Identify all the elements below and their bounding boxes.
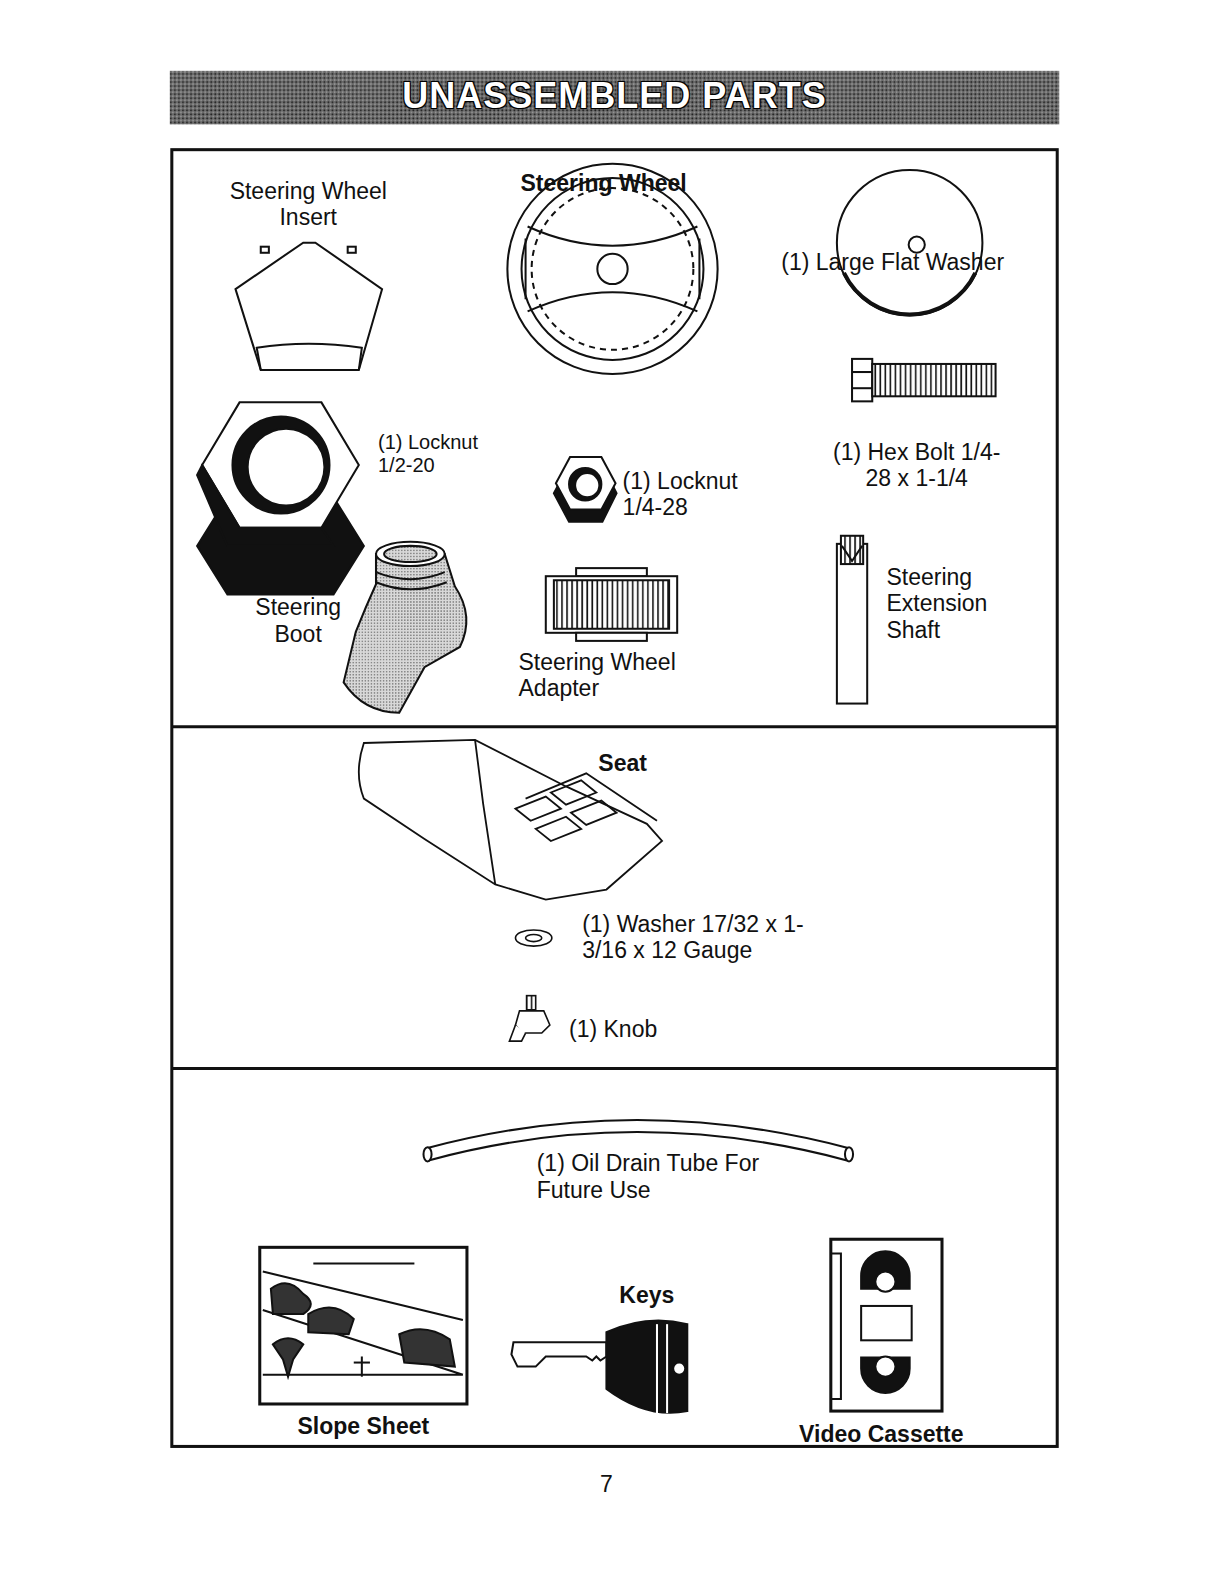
large-locknut — [197, 402, 364, 594]
part-label: (1) Knob — [569, 1016, 690, 1042]
video-cassette — [831, 1239, 942, 1411]
part-label: Steering Boot — [243, 594, 354, 647]
part-label: Seat — [598, 750, 699, 776]
steering-wheel-insert — [235, 243, 382, 370]
key — [511, 1321, 687, 1414]
part-label: (1) Washer 17/32 x 1-3/16 x 12 Gauge — [582, 911, 814, 964]
part-label: Video Cassette — [760, 1421, 1003, 1447]
steering-wheel-adapter — [546, 568, 677, 641]
slope-sheet — [260, 1247, 467, 1404]
part-label: Steering Wheel Insert — [227, 178, 389, 231]
part-label: Keys — [586, 1282, 707, 1308]
part-label: (1) Oil Drain Tube For Future Use — [537, 1150, 761, 1203]
part-label: Steering Extension Shaft — [886, 564, 1007, 643]
steering-extension-shaft — [837, 536, 867, 704]
hex-bolt — [852, 359, 996, 401]
part-label: Slope Sheet — [260, 1413, 467, 1439]
part-label: Steering Wheel Adapter — [519, 649, 701, 702]
title-band — [170, 71, 1059, 125]
part-label: (1) Large Flat Washer — [781, 249, 1044, 275]
knob — [509, 996, 549, 1041]
panels — [172, 150, 1057, 1447]
washer — [515, 930, 551, 946]
steering-boot — [344, 542, 467, 713]
large-flat-washer — [837, 170, 983, 316]
page-title: UNASSEMBLED PARTS — [170, 75, 1059, 117]
part-label: (1) Locknut 1/4-28 — [623, 468, 754, 521]
small-locknut — [554, 457, 617, 522]
part-label: Steering Wheel — [521, 170, 723, 196]
part-label: (1) Locknut 1/2-20 — [378, 431, 499, 477]
part-label: (1) Hex Bolt 1/4-28 x 1-1/4 — [821, 439, 1013, 492]
page-number: 7 — [566, 1471, 647, 1497]
